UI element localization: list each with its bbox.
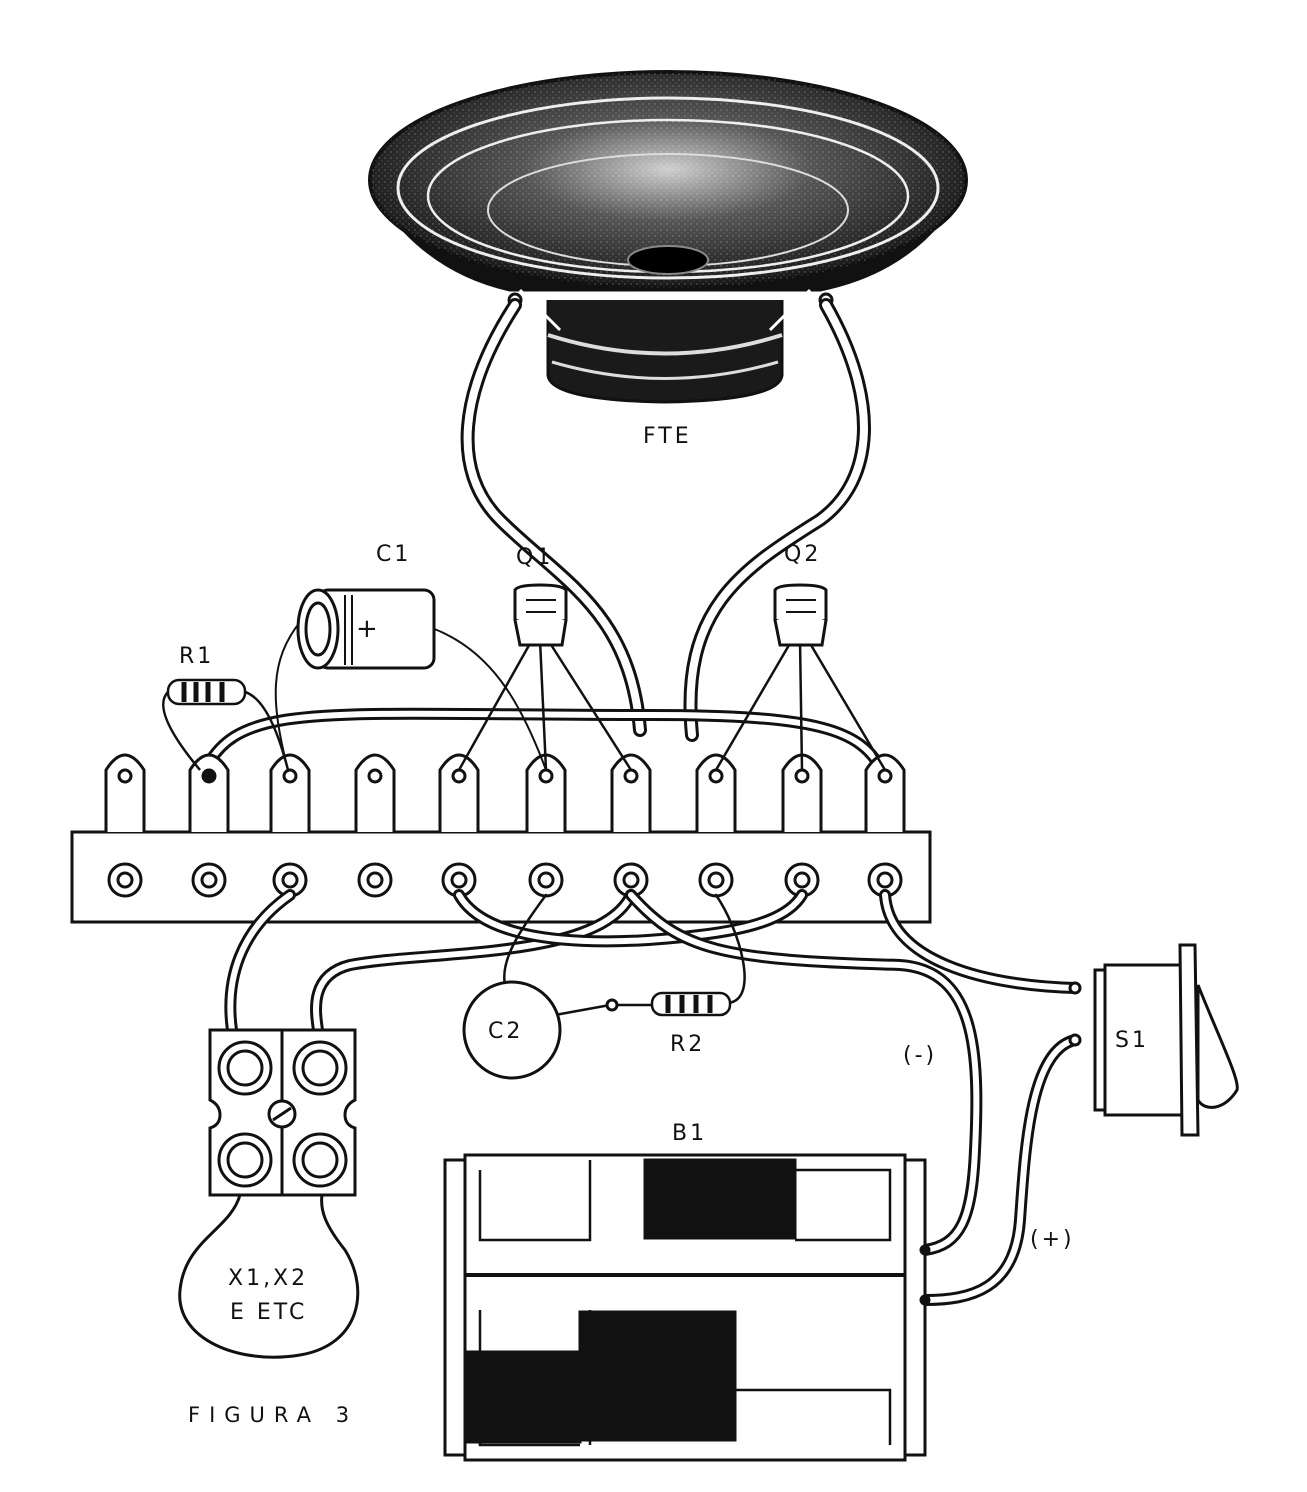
label-q1: Q1 bbox=[516, 545, 554, 570]
battery-bottom-cell bbox=[578, 1310, 737, 1442]
label-r1: R1 bbox=[179, 644, 215, 669]
crystal-loop bbox=[178, 1194, 360, 1359]
label-r2: R2 bbox=[670, 1032, 706, 1057]
label-s1: S1 bbox=[1115, 1028, 1149, 1053]
resistor-r2 bbox=[650, 991, 732, 1017]
battery-holder bbox=[443, 1153, 931, 1462]
jumper-wire bbox=[199, 707, 888, 776]
transistor-q2 bbox=[714, 583, 887, 771]
label-c1: C1 bbox=[376, 542, 412, 567]
crystal-socket bbox=[178, 1028, 360, 1359]
label-negative: (-) bbox=[903, 1043, 938, 1068]
speaker-magnet bbox=[546, 300, 784, 404]
battery-top-cell bbox=[643, 1158, 797, 1240]
capacitor-c1 bbox=[274, 588, 547, 771]
transistor-q1 bbox=[457, 583, 633, 771]
label-c2: C2 bbox=[488, 1019, 524, 1044]
speaker-wires bbox=[460, 298, 871, 742]
lower-wires bbox=[224, 889, 1081, 1306]
speaker bbox=[368, 70, 968, 404]
strip-lugs bbox=[104, 753, 906, 832]
label-q2: Q2 bbox=[784, 542, 822, 567]
label-fte: FTE bbox=[643, 424, 692, 449]
capacitor-c2 bbox=[462, 980, 619, 1080]
label-crystal-line-1: X1,X2 bbox=[228, 1266, 309, 1291]
label-crystal-line-2: E ETC bbox=[230, 1300, 308, 1325]
label-positive: (+) bbox=[1030, 1227, 1075, 1252]
figure-caption: FIGURA 3 bbox=[188, 1403, 359, 1427]
label-c1-plus: + bbox=[356, 614, 381, 644]
switch-s1 bbox=[1068, 943, 1239, 1137]
label-b1: B1 bbox=[672, 1121, 708, 1146]
